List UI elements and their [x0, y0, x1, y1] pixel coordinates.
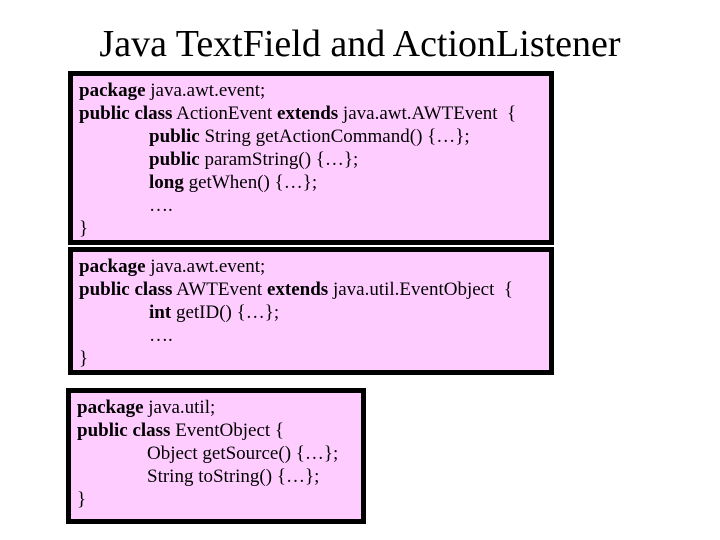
slide-title: Java TextField and ActionListener	[99, 23, 621, 65]
code-line: ….	[79, 195, 173, 216]
code-line: }	[77, 489, 87, 510]
code-line: int getID() {…};	[149, 302, 280, 323]
code-line: public class ActionEvent extends java.aw…	[79, 103, 517, 124]
code-line: public class AWTEvent extends java.util.…	[79, 279, 514, 300]
code-line: }	[79, 218, 89, 239]
code-line: ….	[79, 325, 173, 346]
code-line: public paramString() {…};	[149, 149, 359, 170]
code-line: Object getSource() {…};	[77, 443, 339, 464]
code-line: long getWhen() {…};	[149, 172, 318, 193]
code-line: }	[79, 348, 89, 369]
code-box-eventobject: package java.util;public class EventObje…	[66, 388, 366, 524]
code-box-awtevent: package java.awt.event;public class AWTE…	[68, 247, 554, 375]
code-box-actionevent: package java.awt.event;public class Acti…	[68, 71, 554, 245]
code-line: package java.awt.event;	[79, 80, 266, 101]
code-line: String toString() {…};	[77, 466, 320, 487]
code-line: public class EventObject {	[77, 420, 285, 441]
code-line: public String getActionCommand() {…};	[149, 126, 470, 147]
code-line: package java.awt.event;	[79, 256, 266, 277]
code-line: package java.util;	[77, 397, 216, 418]
